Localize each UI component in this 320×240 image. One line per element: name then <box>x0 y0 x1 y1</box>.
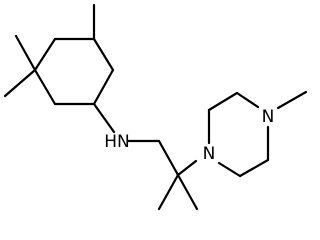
bond-quat-to-piperazine-n <box>176 159 198 177</box>
bond-gem-methyl-down <box>3 68 37 98</box>
molecule-drawing: HN N N <box>3 3 308 211</box>
bond-pip-c6-n1 <box>217 161 242 178</box>
bond-pip-c3-n4 <box>235 91 260 109</box>
atom-label-piperazine-n1: N <box>203 144 216 164</box>
bond-pip-c2-c3 <box>207 91 239 112</box>
bond-ring-c6-c1 <box>92 37 115 72</box>
bond-ring-c5-c6 <box>92 68 115 106</box>
bond-quat-methyl-right <box>176 173 199 211</box>
atom-label-piperazine-n4: N <box>262 107 275 127</box>
bond-n-methyl <box>276 90 308 110</box>
bond-quat-methyl-left <box>157 173 180 211</box>
cyclohexane-ring <box>33 37 115 106</box>
bond-ring-c2-c3 <box>33 37 57 72</box>
bond-gem-methyl-up <box>14 34 37 72</box>
structure-diagram: HN N N <box>3 3 308 211</box>
bond-pip-c5-c6 <box>238 158 270 178</box>
bond-ring-c3-c4 <box>33 68 57 106</box>
piperazine-ring <box>207 91 270 178</box>
quaternary-methyl-groups <box>157 173 199 211</box>
atom-label-nh: HN <box>104 132 130 152</box>
bond-ch2-to-quaternary-c <box>157 139 180 177</box>
bond-ring-to-nh <box>92 102 116 134</box>
ring-methyl-groups <box>3 3 96 98</box>
